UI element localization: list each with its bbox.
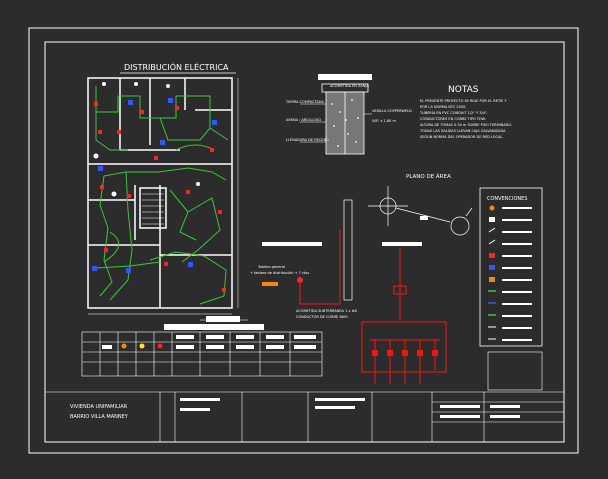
breaker-marks xyxy=(372,350,438,356)
project-name-line1: VIVIENDA UNIFAMILIAR xyxy=(70,404,128,410)
diagram-label-bar-2 xyxy=(382,242,422,246)
meter-and-ground[interactable] xyxy=(262,230,341,304)
note-line: CONDUCTORES EN COBRE TIPO THW. xyxy=(420,117,486,121)
trench-label-soil: TIERRA COMPACTADA xyxy=(285,100,324,104)
revision-box xyxy=(487,351,543,391)
note-line: ALTURA DE TOMAS 0.30 m SOBRE PISO TERMIN… xyxy=(420,123,512,127)
area-plan[interactable] xyxy=(343,186,473,301)
load-table[interactable] xyxy=(81,331,323,377)
single-line-diagram[interactable] xyxy=(299,248,447,384)
trench-label-sand: ARENA / ARCILLOSO xyxy=(286,118,321,122)
stairs xyxy=(142,193,164,225)
notes-title: NOTAS xyxy=(448,85,479,95)
area-plan-label xyxy=(420,216,428,220)
area-plan-title: PLANO DE ÁREA xyxy=(406,173,451,180)
legend-symbols xyxy=(488,205,496,340)
notes-list: EL PRESENTE PROYECTO SE RIGE POR EL RETI… xyxy=(419,99,512,139)
sheet-title: DISTRIBUCIÓN ELÉCTRICA xyxy=(124,61,229,72)
trench-label-fill: LLENADURA DE RECEBO xyxy=(286,138,329,142)
trench-detail-header: ACOMETIDA EN ZANJA xyxy=(330,84,369,88)
title-block-fills xyxy=(180,398,520,418)
legend-title: CONVENCIONES xyxy=(487,196,527,202)
dimension-lines xyxy=(88,78,248,321)
title-block[interactable] xyxy=(45,391,564,442)
load-table-symbols xyxy=(121,343,163,349)
note-line: EL PRESENTE PROYECTO SE RIGE POR EL RETI… xyxy=(420,99,507,103)
note-line: POR LA NORMA NTC 2050. xyxy=(420,105,466,109)
electrical-wiring[interactable] xyxy=(95,86,229,305)
note-line: TUBERÍA EN PVC CONDUIT 1/2" Y 3/4". xyxy=(419,110,488,115)
note-line: TODAS LAS SALIDAS LLEVAN CAJA GALVANIZAD… xyxy=(419,129,506,133)
meter-label-2: + tablero de distribución + 7 ctos xyxy=(250,271,309,275)
load-table-cell-fills xyxy=(102,335,316,349)
trench-label-rod-size: 5/8" x 1.80 m xyxy=(372,119,396,123)
trench-detail[interactable] xyxy=(300,74,372,155)
plan-label-block xyxy=(206,316,240,322)
legend-descriptions xyxy=(502,207,532,341)
note-line: SEGÚN NORMA DEL OPERADOR DE RED LOCAL. xyxy=(420,134,503,139)
outlet-markers[interactable] xyxy=(94,102,226,292)
fixture-markers xyxy=(93,82,200,197)
project-name-line2: BARRIO VILLA MANNEY xyxy=(70,414,129,420)
legend-panel[interactable]: CONVENCIONES xyxy=(479,187,543,347)
trench-label-rod: VARILLA COPPERWELD xyxy=(372,109,412,113)
load-table-header-bar xyxy=(164,324,264,330)
ground-label-2: CONDUCTOR DE COBRE AWG xyxy=(296,315,348,319)
switch-markers[interactable] xyxy=(92,98,217,273)
outer-frame xyxy=(28,27,579,454)
inner-frame xyxy=(44,41,565,443)
meter-label: Tablero general xyxy=(257,265,285,269)
diagram-label-bar xyxy=(262,242,322,246)
ground-label: ACOMETIDA SUBTERRÁNEA 1 x #8 xyxy=(296,308,357,313)
